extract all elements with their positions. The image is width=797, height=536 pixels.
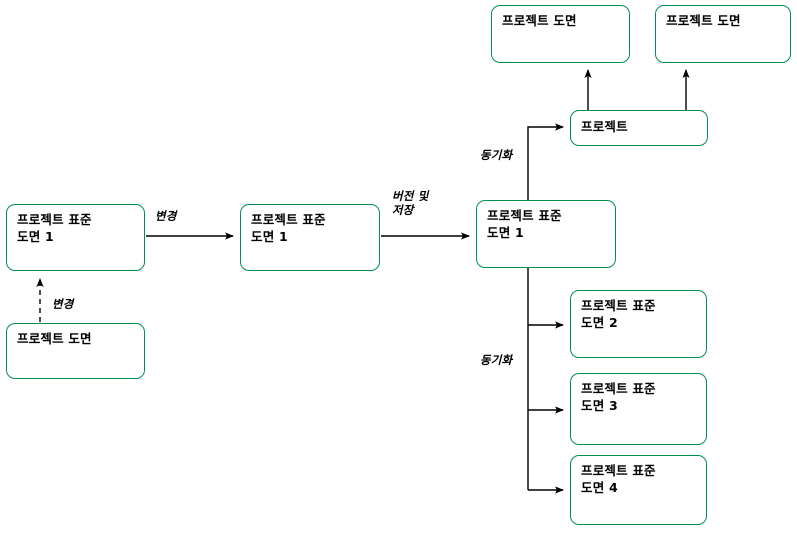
- connector-sync-upper: [527, 123, 564, 200]
- node-project-drawing-source[interactable]: 프로젝트 도면: [6, 323, 145, 379]
- edge-label-change-dashed: 변경: [52, 297, 74, 311]
- node-project[interactable]: 프로젝트: [570, 110, 708, 146]
- edge-label-change-solid: 변경: [155, 209, 177, 223]
- node-std-drawing-2[interactable]: 프로젝트 표준 도면 2: [570, 290, 707, 358]
- edge-label-sync-lower: 동기화: [480, 353, 513, 367]
- node-top-left-project-drawing[interactable]: 프로젝트 도면: [491, 5, 630, 63]
- node-std-drawing-1-c[interactable]: 프로젝트 표준 도면 1: [476, 200, 616, 268]
- edge-label-sync-upper: 동기화: [480, 148, 513, 162]
- node-std-drawing-4[interactable]: 프로젝트 표준 도면 4: [570, 455, 707, 525]
- node-top-right-project-drawing[interactable]: 프로젝트 도면: [655, 5, 791, 63]
- node-std-drawing-1-a[interactable]: 프로젝트 표준 도면 1: [6, 204, 145, 271]
- node-std-drawing-1-b[interactable]: 프로젝트 표준 도면 1: [240, 204, 380, 271]
- edge-label-version-and-save: 버전 및 저장: [392, 189, 429, 218]
- node-std-drawing-3[interactable]: 프로젝트 표준 도면 3: [570, 373, 707, 445]
